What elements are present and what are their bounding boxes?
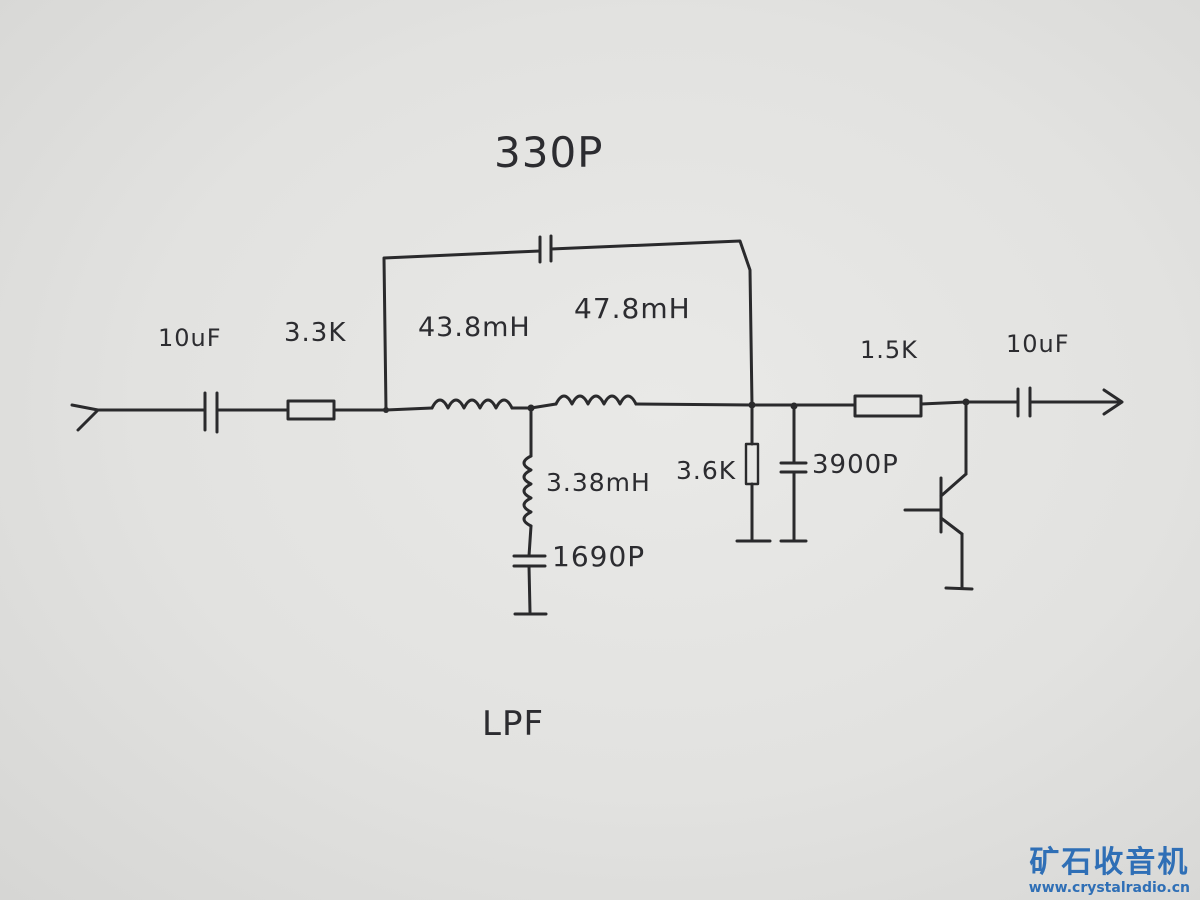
- site-watermark: 矿石收音机 www.crystalradio.cn: [1028, 845, 1190, 897]
- input-resistor: [286, 399, 388, 421]
- load-resistor-label: 3.6K: [676, 456, 737, 485]
- shunt-inductor-label: 3.38mH: [546, 468, 651, 497]
- shunt-lc-branch: [512, 406, 548, 616]
- watermark-url: www.crystalradio.cn: [1028, 880, 1190, 896]
- inductor-2: [529, 394, 754, 410]
- watermark-site-name: 矿石收音机: [1029, 845, 1190, 880]
- inductor-2-label: 47.8mH: [574, 292, 691, 325]
- inductor-1-label: 43.8mH: [418, 312, 531, 343]
- input-capacitor-label: 10uF: [158, 324, 222, 352]
- inductor-1: [384, 398, 533, 412]
- series-resistor-label: 1.5K: [860, 336, 918, 364]
- output-capacitor-label: 10uF: [1006, 330, 1070, 358]
- input-resistor-label: 3.3K: [284, 318, 347, 348]
- diagram-title: LPF: [482, 704, 545, 744]
- input-capacitor: [203, 391, 290, 434]
- output-shunt-capacitor-label: 3900P: [812, 450, 899, 480]
- output-capacitor: [964, 386, 1124, 418]
- input-terminal: [70, 403, 207, 432]
- shunt-capacitor-label: 1690P: [552, 540, 646, 573]
- output-shunt-capacitor: [779, 404, 808, 543]
- bridge-capacitor-label: 330P: [494, 128, 604, 177]
- load-resistor: [735, 403, 772, 543]
- bridge-capacitor-branch: [382, 234, 754, 412]
- series-resistor: [792, 394, 968, 418]
- transistor: [903, 400, 974, 591]
